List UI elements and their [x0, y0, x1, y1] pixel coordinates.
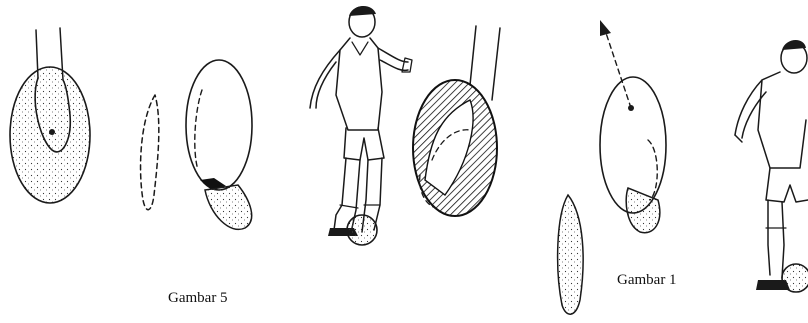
figure-ball-hatched — [413, 26, 500, 216]
figure-sole-outline-dashed — [141, 95, 159, 210]
figure-player-dribbling — [310, 6, 412, 245]
figure-sole-stippled — [558, 195, 583, 314]
caption-gambar-1: Gambar 1 — [617, 272, 677, 289]
figure-foot-on-ball-stippled — [10, 28, 90, 203]
figure-ball-contact-point — [186, 60, 252, 229]
caption-gambar-5: Gambar 5 — [168, 290, 228, 307]
figure-player-kicking — [735, 40, 808, 292]
figure-ball-direction-arrow — [600, 20, 666, 233]
